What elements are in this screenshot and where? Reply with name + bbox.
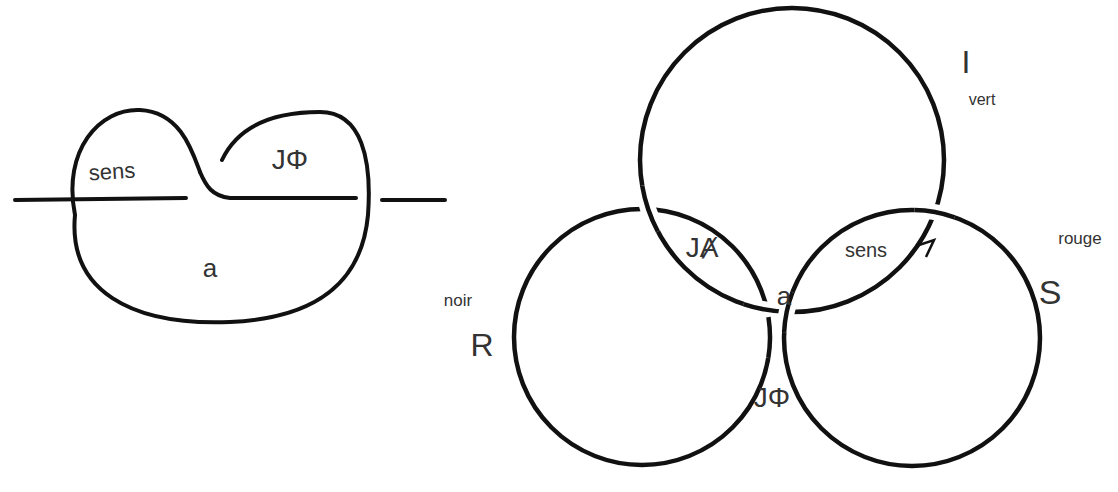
ring-name: I [962,46,971,78]
region-label: JΦ [272,146,308,174]
ring-name: S [1039,275,1062,309]
crossing-over [768,317,770,358]
color-note: noir [444,292,472,309]
straight-line [200,172,356,198]
region-label: JΦ [754,384,790,412]
crossing-over [642,186,658,232]
crossing-over [768,317,770,358]
crossing-gap [914,210,954,217]
loop-curve [72,110,368,322]
straight-line [15,198,186,200]
crossing-gap [642,186,658,232]
crossing-over [914,210,954,217]
ring [640,8,944,312]
ring [784,210,1040,466]
region-label: JȺ [686,234,719,262]
ring-name: R [470,329,493,361]
color-note: vert [969,92,996,108]
color-note: rouge [1058,230,1101,247]
crossing-gap [768,317,770,358]
ring [514,209,770,465]
crossing-gap [768,317,770,358]
region-label: sens [845,240,887,260]
region-label: sens [88,159,136,184]
region-label: a [203,255,217,281]
direction-arrow [916,240,934,257]
straight-line [382,198,445,202]
region-label: a [777,283,791,309]
